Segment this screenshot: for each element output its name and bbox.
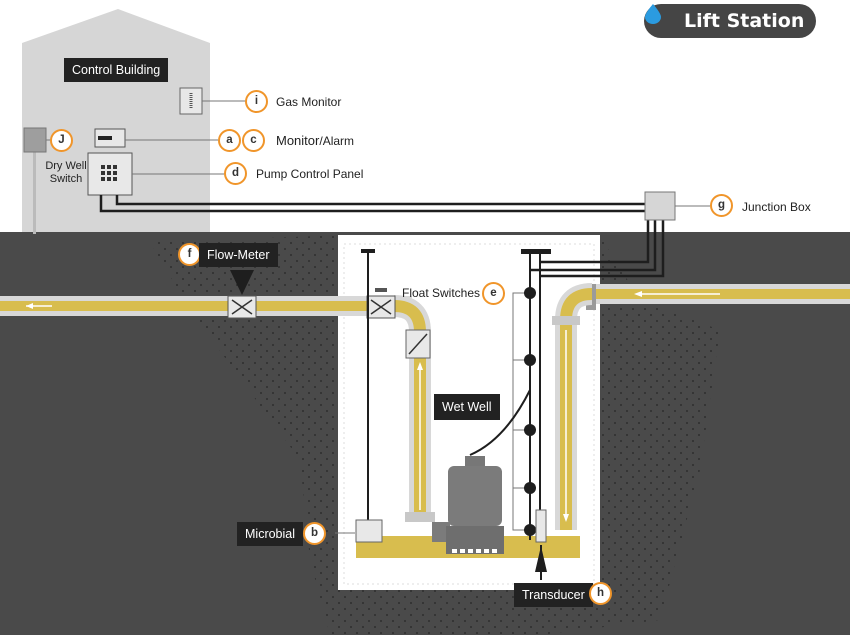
flow-meter-cross bbox=[231, 299, 253, 315]
pump-power-cable bbox=[469, 389, 531, 456]
pump-discharge-elbow bbox=[432, 522, 450, 542]
transducer-pointer-head bbox=[535, 546, 547, 572]
control-building-label: Control Building bbox=[64, 58, 169, 82]
monitor-label-main: Monitor bbox=[276, 133, 320, 148]
gas-monitor-label: Gas Monitor bbox=[276, 95, 342, 109]
float-rack-cap bbox=[521, 249, 551, 254]
pump-motor-cap bbox=[465, 456, 485, 466]
badge-transducer: h bbox=[589, 582, 612, 605]
transducer-label: Transducer bbox=[514, 583, 593, 607]
drop-pipe-flange bbox=[552, 316, 580, 325]
badge-flow-meter: f bbox=[178, 243, 201, 266]
microbial-label: Microbial bbox=[237, 522, 304, 546]
badge-pump-control-panel: d bbox=[224, 162, 247, 185]
badge-dry-well-switch: J bbox=[50, 129, 73, 152]
badge-gas-monitor: i bbox=[245, 90, 268, 113]
submersible-pump bbox=[448, 466, 502, 526]
wet-well-inner-wall bbox=[343, 243, 595, 585]
float-switches-label: Float Switches bbox=[402, 286, 481, 300]
monitor-alarm-label: Monitor/Alarm bbox=[276, 133, 354, 148]
dry-well-switch-box bbox=[23, 127, 47, 153]
badge-junction-box: g bbox=[710, 194, 733, 217]
riser-flange bbox=[405, 512, 435, 522]
inlet-flow-arrowhead bbox=[634, 291, 642, 297]
flow-meter-pointer bbox=[230, 270, 254, 295]
dry-well-switch-post bbox=[33, 140, 36, 234]
transducer-device bbox=[535, 509, 547, 543]
badge-microbial: b bbox=[303, 522, 326, 545]
dry-well-switch-line1: Dry Well bbox=[45, 160, 87, 172]
badge-alarm: c bbox=[242, 129, 265, 152]
check-valve-flap bbox=[408, 333, 428, 355]
gate-valve-handle bbox=[375, 288, 387, 292]
gate-valve-cross bbox=[370, 299, 392, 315]
badge-float-switches: e bbox=[482, 282, 505, 305]
pump-control-panel-label: Pump Control Panel bbox=[256, 167, 364, 181]
drop-flow-arrowhead bbox=[563, 514, 569, 522]
outlet-pipe bbox=[0, 301, 412, 311]
monitor-alarm-display bbox=[98, 136, 112, 140]
inlet-pipe bbox=[592, 289, 850, 299]
flow-meter-label: Flow-Meter bbox=[199, 243, 278, 267]
microbial-line-cap bbox=[361, 249, 375, 253]
dry-well-switch-line2: Switch bbox=[49, 173, 83, 185]
control-cables bbox=[99, 195, 665, 278]
monitor-label-suffix: /Alarm bbox=[319, 134, 355, 148]
badge-monitor: a bbox=[218, 129, 241, 152]
lift-station-title: Lift Station bbox=[644, 4, 816, 38]
junction-box-label: Junction Box bbox=[742, 200, 811, 214]
outlet-flow-arrowhead bbox=[26, 303, 33, 309]
riser-flow-arrowhead bbox=[417, 362, 423, 370]
microbial-device bbox=[355, 519, 383, 543]
wet-well-label: Wet Well bbox=[434, 394, 500, 420]
float-switches bbox=[524, 287, 536, 536]
water-drop-icon bbox=[645, 4, 661, 24]
pump-control-panel-buttons bbox=[101, 165, 117, 181]
leader-lines bbox=[46, 100, 710, 534]
dry-well-switch-label: Dry Well Switch bbox=[40, 160, 92, 186]
pump-intake-slots bbox=[452, 549, 497, 553]
junction-box-device bbox=[644, 191, 676, 221]
title-text: Lift Station bbox=[684, 10, 805, 32]
